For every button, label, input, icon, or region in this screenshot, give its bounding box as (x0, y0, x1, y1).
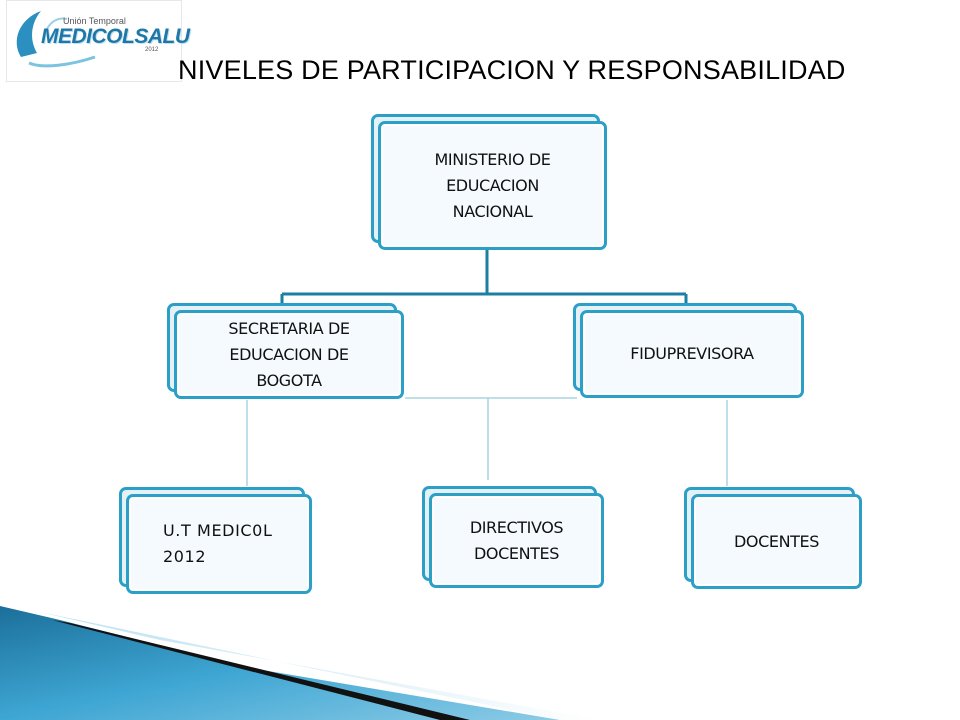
node-fiduprevisora: FIDUPREVISORA (573, 303, 804, 398)
node-ministerio-label: MINISTERIO DE EDUCACION NACIONAL (434, 149, 551, 221)
logo-year: 2012 (145, 47, 159, 53)
medicolsalud-logo: Unión Temporal MEDICOLSALU 2012 (6, 0, 190, 82)
node-secretaria-label: SECRETARIA DE EDUCACION DE BOGOTA (228, 318, 350, 390)
node-medicol: U.T MEDIC0L 2012 (119, 487, 312, 594)
page-title: NIVELES DE PARTICIPACION Y RESPONSABILID… (178, 55, 846, 85)
node-directivos: DIRECTIVOS DOCENTES (422, 486, 604, 588)
logo-graphic (16, 11, 96, 68)
node-directivos-label: DIRECTIVOS DOCENTES (469, 517, 564, 563)
logo-wordmark: MEDICOLSALU (41, 25, 190, 48)
logo-kicker: Unión Temporal (63, 16, 126, 26)
node-docentes-label: DOCENTES (733, 531, 819, 551)
node-secretaria: SECRETARIA DE EDUCACION DE BOGOTA (167, 303, 404, 399)
node-medicol-label: U.T MEDIC0L 2012 (163, 521, 273, 566)
node-ministerio: MINISTERIO DE EDUCACION NACIONAL (371, 114, 607, 250)
node-docentes: DOCENTES (684, 487, 862, 589)
node-fiduprevisora-label: FIDUPREVISORA (630, 344, 754, 363)
